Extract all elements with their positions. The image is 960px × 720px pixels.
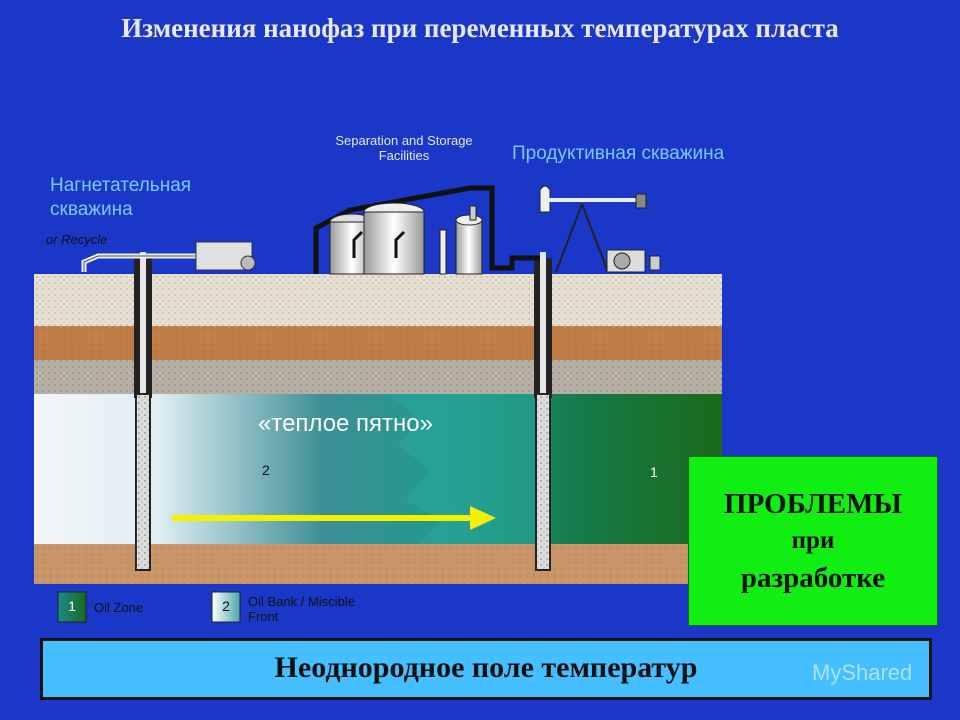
production-well (534, 252, 552, 571)
pump-jack (539, 185, 661, 273)
problems-box: ПРОБЛЕМЫ при разработке (688, 456, 938, 626)
heterogeneous-field-banner: Неоднородное поле температур (40, 638, 932, 700)
banner-text: Неоднородное поле температур (274, 651, 698, 684)
legend-text-2: Oil Bank / Miscible Front (248, 594, 355, 624)
legend-num-1: 1 (68, 598, 76, 614)
separation-label: Separation and Storage Facilities (335, 133, 473, 163)
problems-line-1: ПРОБЛЕМЫ (724, 488, 902, 520)
separation-facilities (313, 185, 540, 275)
legend-text-1: Oil Zone (94, 600, 144, 615)
recycle-label: or Recycle (46, 232, 108, 247)
zone-marker-1: 1 (650, 464, 658, 480)
injection-well-label: Нагнетательная скважина (50, 175, 192, 220)
miscible-front (388, 394, 540, 544)
injection-well (81, 241, 256, 571)
zone-marker-2: 2 (262, 462, 270, 478)
slide-title: Изменения нанофаз при переменных темпера… (121, 13, 839, 43)
problems-line-2: при (791, 527, 835, 554)
legend-swatch-1 (57, 591, 87, 623)
watermark: MyShared (812, 660, 913, 685)
production-well-label: Продуктивная скважина (512, 143, 725, 164)
flow-arrow (172, 506, 496, 530)
legend-num-2: 2 (222, 598, 230, 614)
legend-swatch-2 (211, 591, 241, 623)
problems-line-3: разработке (740, 562, 886, 594)
warm-spot-label: «теплое пятно» (258, 410, 433, 437)
